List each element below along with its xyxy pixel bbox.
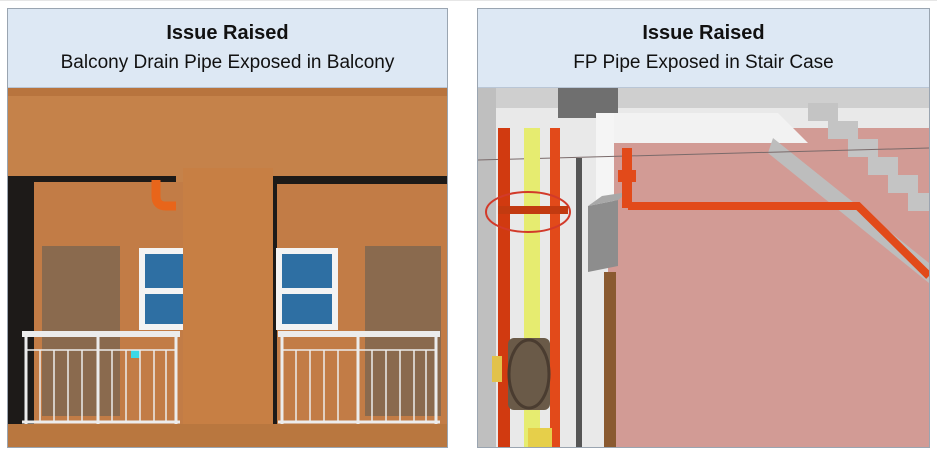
staircase-render-image xyxy=(478,88,929,447)
window-right xyxy=(276,248,338,330)
issue-highlight-circle xyxy=(485,191,571,233)
left-opening xyxy=(8,176,34,447)
issue-panel-balcony: Issue Raised Balcony Drain Pipe Exposed … xyxy=(7,8,448,448)
right-opening xyxy=(271,176,447,184)
junction-box xyxy=(588,200,618,272)
vertical-pipe-red-2 xyxy=(550,128,560,447)
railing-right xyxy=(278,331,440,424)
drain-pipe xyxy=(151,180,176,211)
panel-caption: Issue Raised FP Pipe Exposed in Stair Ca… xyxy=(478,9,929,88)
issue-description: Balcony Drain Pipe Exposed in Balcony xyxy=(60,52,395,73)
issue-panel-staircase: Issue Raised FP Pipe Exposed in Stair Ca… xyxy=(477,8,930,448)
floor-slab xyxy=(8,424,447,447)
fp-pipe xyxy=(628,202,929,279)
panel-caption: Issue Raised Balcony Drain Pipe Exposed … xyxy=(8,9,447,88)
top-rule xyxy=(0,0,937,1)
issue-heading: Issue Raised xyxy=(166,22,289,44)
railing-left xyxy=(22,331,180,424)
issue-heading: Issue Raised xyxy=(642,22,765,44)
stair-steps xyxy=(808,103,929,211)
central-column xyxy=(183,168,273,447)
issue-description: FP Pipe Exposed in Stair Case xyxy=(573,52,834,73)
window-left xyxy=(139,248,183,330)
hose-reel xyxy=(492,338,552,447)
stair-wall xyxy=(608,128,929,447)
balcony-render-image xyxy=(8,88,447,447)
